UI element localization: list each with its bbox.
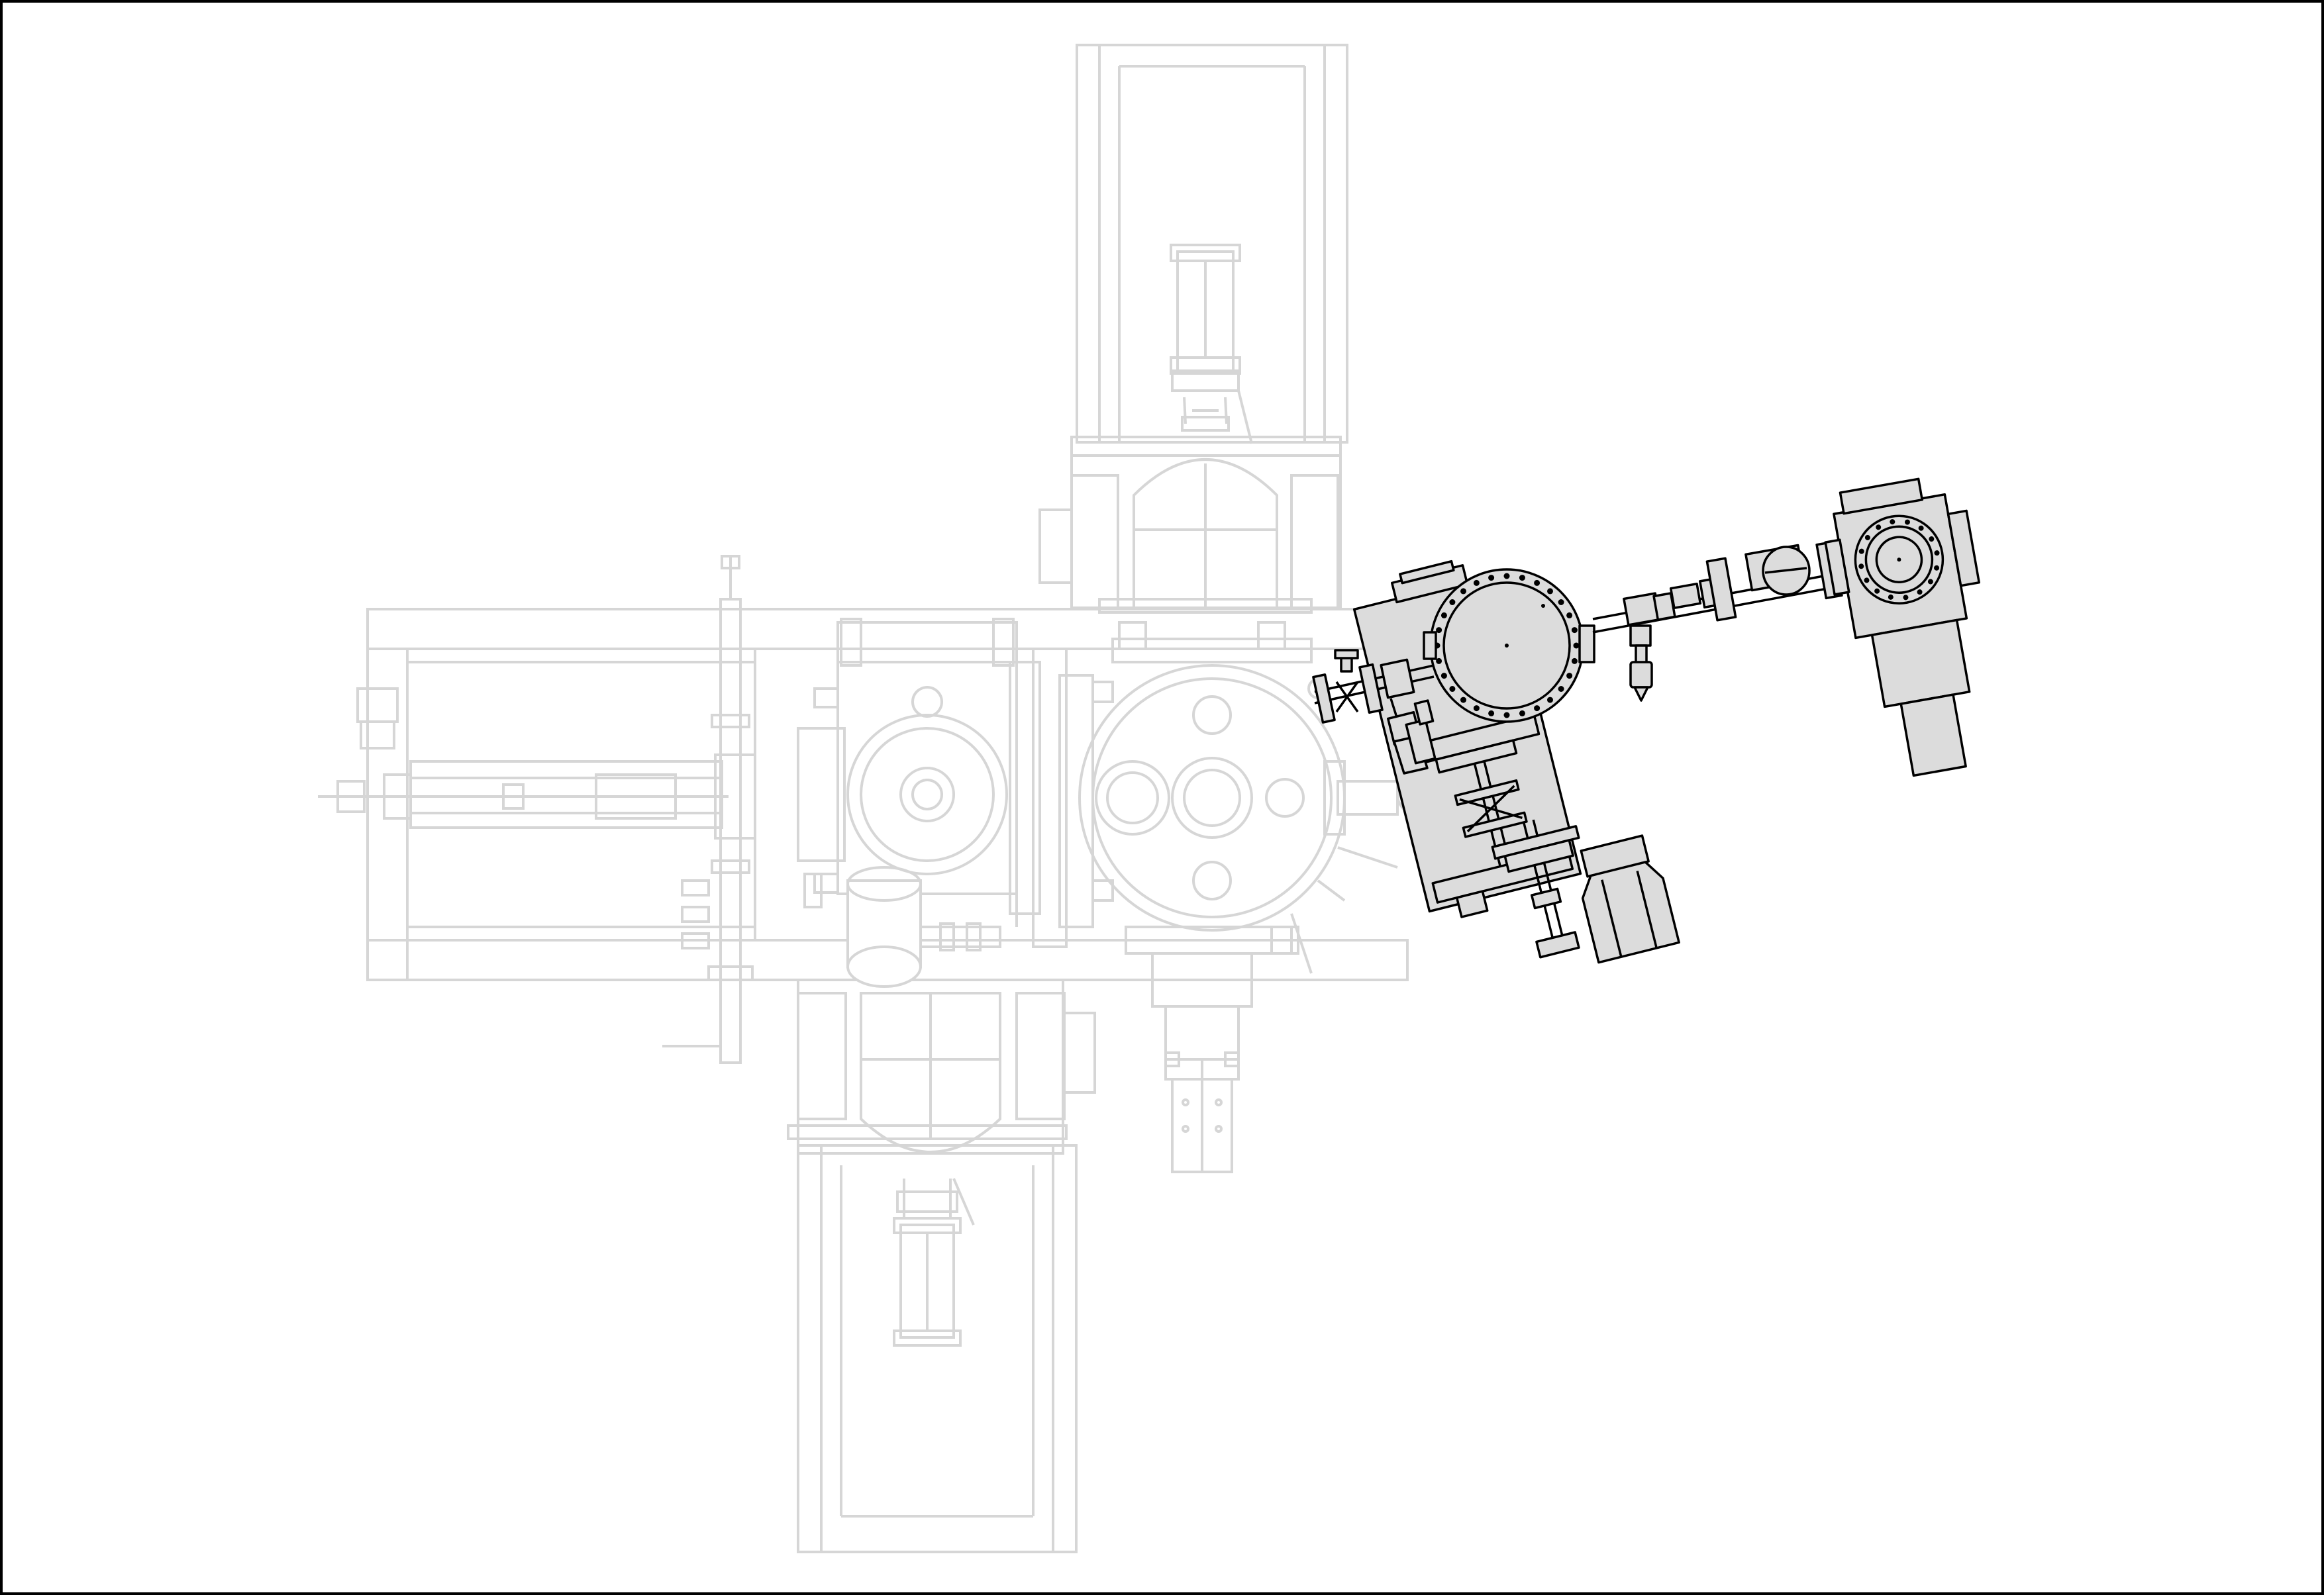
viewport-bolt [1449, 686, 1456, 692]
viewport-bolt [1534, 705, 1541, 712]
viewport-bolt [1503, 573, 1510, 579]
viewport-bolt [1503, 712, 1510, 718]
lower-pump-housing [1580, 834, 1680, 964]
lower-manipulator [1151, 952, 1253, 1173]
viewport-bolt [1488, 710, 1495, 716]
pump-bolt [1934, 550, 1940, 556]
viewport-bolt [1449, 599, 1456, 605]
pump-bolt [1888, 594, 1894, 600]
pump-bolt [1934, 565, 1940, 571]
pump-bolt [1918, 525, 1924, 531]
viewport-bolt [1460, 697, 1466, 703]
viewport-bolt [1473, 579, 1480, 586]
pump-bolt [1890, 519, 1895, 525]
south-load-lock [893, 1178, 975, 1347]
viewport-bolt [1519, 710, 1525, 716]
right-pump-assembly [1824, 477, 1980, 777]
viewport-bolt [1519, 575, 1525, 581]
pump-bolt [1929, 536, 1935, 542]
pump-bolt [1864, 534, 1870, 540]
top-flange-details [803, 621, 1329, 908]
pump-bolt [1864, 577, 1870, 583]
west-post [662, 555, 754, 1064]
north-arm-frame [1070, 44, 1348, 457]
highlight-layer [1312, 477, 1980, 964]
viewport-bolt [1571, 657, 1578, 664]
pump-bolt [1903, 595, 1909, 601]
large-viewport-flange [1423, 568, 1595, 723]
viewport-bolt-ring [1434, 573, 1580, 718]
viewport-bolt [1573, 642, 1580, 649]
central-prep-chamber [797, 618, 1068, 948]
viewport-bolt [1436, 627, 1442, 634]
context-layer [318, 44, 1439, 1553]
viewport-bolt [1436, 657, 1442, 664]
viewport-bolt [1440, 673, 1447, 679]
viewport-bolt [1488, 575, 1495, 581]
viewport-bolt [1460, 588, 1466, 595]
viewport-bolt [1440, 612, 1447, 618]
lower-manipulator-stage [1491, 819, 1580, 959]
viewport-bolt [1534, 579, 1541, 586]
main-analysis-chamber [1058, 638, 1439, 974]
viewport-bolt [1473, 705, 1480, 712]
south-arm-frame [797, 1137, 1078, 1553]
pump-bolt [1858, 563, 1864, 569]
viewport-bolt [1558, 599, 1564, 605]
left-valve-branch [1312, 649, 1437, 775]
viewport-bolt [1566, 612, 1573, 618]
viewport-bolt [1547, 588, 1553, 595]
pump-bolt [1917, 589, 1923, 595]
viewport-bolt [1566, 673, 1573, 679]
pump-bolt [1904, 519, 1910, 525]
pump-bolt [1876, 524, 1882, 530]
pump-bolt-ring [1858, 519, 1940, 601]
pump-bolt [1874, 588, 1880, 594]
viewport-bolt [1558, 686, 1564, 692]
viewport-bolt [1571, 627, 1578, 634]
south-chamber [787, 979, 1096, 1153]
pump-bolt [1927, 579, 1933, 585]
pump-bolt [1858, 548, 1864, 554]
lower-cylinder [846, 866, 1001, 988]
viewport-bolt [1547, 697, 1553, 703]
north-load-lock [1170, 244, 1253, 444]
